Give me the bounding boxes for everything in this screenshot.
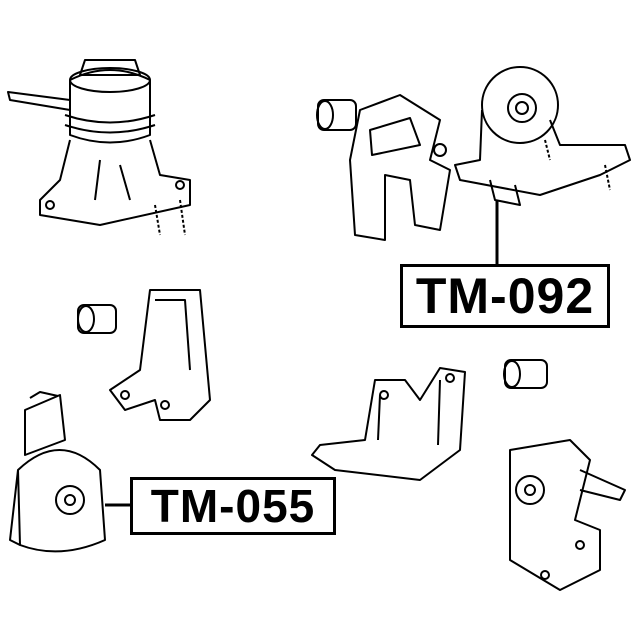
engine-mount-tm-092 <box>454 66 631 206</box>
bracket-top-middle <box>349 94 451 241</box>
engine-mount-tm-055 <box>9 391 106 553</box>
bracket-center <box>311 367 466 481</box>
bushing-top <box>316 99 357 131</box>
engine-mount-bottom-right <box>509 439 626 591</box>
engine-mount-top-left <box>7 59 191 236</box>
part-number-label-tm-092: TM-092 <box>400 264 610 328</box>
bushing-right <box>503 359 548 389</box>
part-number-label-tm-055: TM-055 <box>130 477 336 535</box>
bushing-mid-left <box>77 304 117 334</box>
bracket-middle <box>109 289 211 421</box>
